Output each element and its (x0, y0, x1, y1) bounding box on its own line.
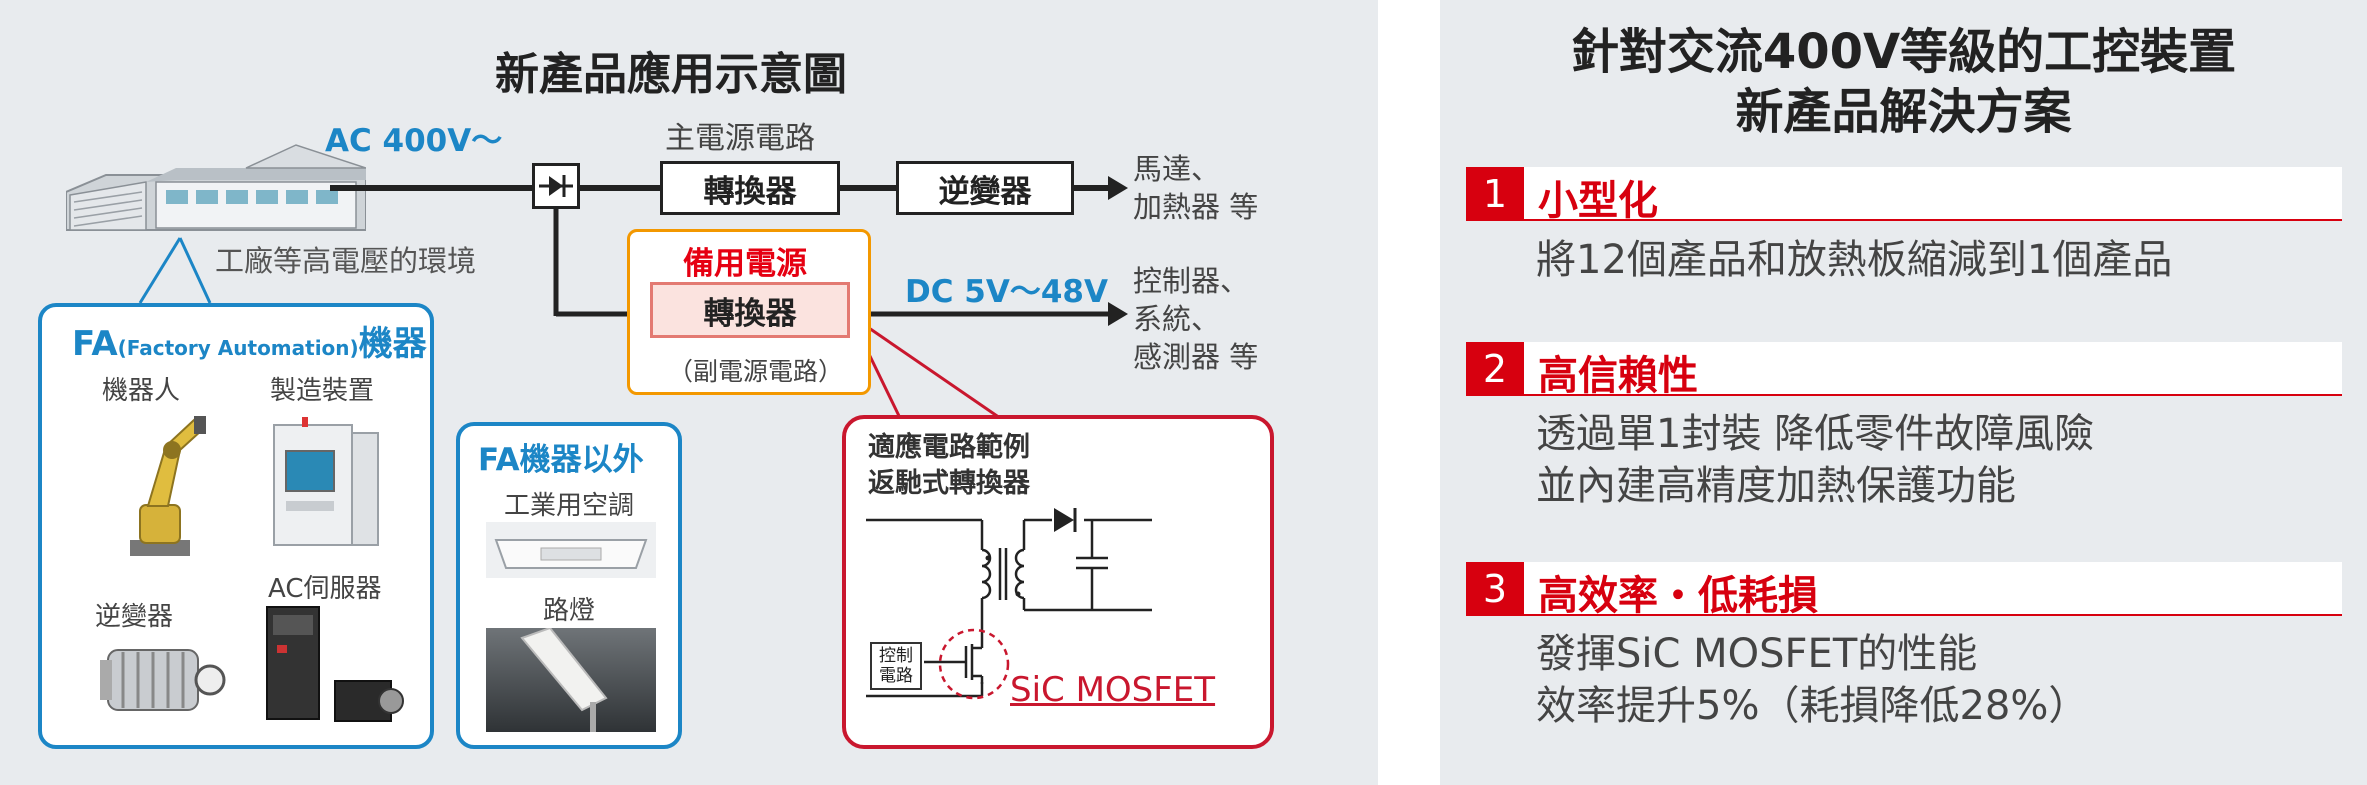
solution-item-1-desc: 將12個產品和放熱板縮減到1個產品 (1536, 234, 2172, 286)
diagram-title: 新產品應用示意圖 (495, 49, 847, 100)
control-circuit-line2: 電路 (879, 666, 913, 686)
backup-converter-box: 轉換器 (650, 282, 850, 338)
solution-item-3-desc: 發揮SiC MOSFET的性能 效率提升5%（耗損降低28%） (1536, 628, 2088, 732)
non-fa-box-title: FA機器以外 (478, 442, 644, 478)
ac-voltage-label: AC 400V〜 (325, 123, 503, 159)
fa-item-robot: 機器人 (102, 376, 181, 406)
non-fa-item-street-light: 路燈 (543, 596, 596, 626)
backup-power-title: 備用電源 (683, 246, 807, 282)
flyback-circuit-box (842, 415, 1274, 749)
fa-item-inverter: 逆變器 (95, 602, 174, 632)
street-light-icon (486, 628, 656, 732)
solution-item-2-desc: 透過單1封裝 降低零件故障風險 並內建高精度加熱保護功能 (1536, 408, 2094, 512)
air-conditioner-icon (486, 522, 656, 578)
non-fa-item-air-conditioner: 工業用空調 (504, 491, 635, 521)
fa-item-manufacturing: 製造裝置 (270, 376, 375, 406)
solution-item-2-header: 2 高信賴性 (1466, 342, 2342, 399)
robot-icon (130, 416, 206, 556)
solution-item-1-line1: 將12個產品和放熱板縮減到1個產品 (1536, 237, 2173, 283)
manufacturing-equipment-icon (273, 417, 379, 546)
solution-item-3-header: 3 高效率・低耗損 (1466, 562, 2342, 619)
rectifier-box (532, 163, 580, 209)
sub-circuit-label: （副電源電路） (668, 357, 844, 386)
output-heater: 加熱器 等 (1133, 190, 1259, 224)
control-circuit-line1: 控制 (879, 646, 913, 666)
fa-item-ac-servo: AC伺服器 (268, 574, 382, 604)
backup-output-labels: 控制器、 系統、 感測器 等 (1133, 262, 1258, 376)
inverter-box: 逆變器 (896, 161, 1074, 215)
fa-title-paren: (Factory Automation) (117, 336, 359, 360)
control-circuit-box: 控制 電路 (870, 642, 922, 690)
solution-item-2-number: 2 (1466, 342, 1524, 396)
sic-mosfet-label: SiC MOSFET (1010, 670, 1216, 710)
solution-item-3-line2: 效率提升5%（耗損降低28%） (1536, 683, 2089, 729)
output-motor: 馬達、 (1133, 152, 1221, 186)
fa-title-tail: 機器 (358, 324, 427, 364)
solution-item-2-heading: 高信賴性 (1538, 353, 1698, 399)
solution-title-line2: 新產品解決方案 (1735, 84, 2072, 140)
output-system: 系統、 (1133, 302, 1221, 336)
circuit-title: 適應電路範例 返馳式轉換器 (868, 430, 1030, 502)
power-lines (138, 176, 1128, 420)
output-sensor: 感測器 等 (1133, 340, 1259, 374)
solution-item-1-heading: 小型化 (1538, 178, 1658, 224)
fa-box-title: FA(Factory Automation)機器 (72, 316, 427, 365)
solution-item-2-line1: 透過單1封裝 降低零件故障風險 (1536, 411, 2095, 457)
main-converter-box: 轉換器 (660, 161, 840, 215)
factory-environment-label: 工廠等高電壓的環境 (215, 244, 477, 278)
dc-voltage-label: DC 5V〜48V (905, 274, 1108, 310)
fa-title-main: FA (72, 324, 118, 364)
ac-servo-icon (266, 606, 404, 722)
circuit-title-line1: 適應電路範例 (868, 432, 1030, 463)
main-circuit-label: 主電源電路 (665, 121, 815, 156)
output-controller: 控制器、 (1133, 264, 1250, 298)
solution-item-1-header: 1 小型化 (1466, 167, 2342, 224)
flyback-schematic (866, 508, 1152, 700)
solution-item-2-line2: 並內建高精度加熱保護功能 (1536, 463, 2016, 509)
solution-item-3-number: 3 (1466, 562, 1524, 616)
inverter-device-icon (100, 649, 226, 711)
solution-item-3-line1: 發揮SiC MOSFET的性能 (1536, 631, 1978, 677)
factory-illustration (66, 144, 366, 231)
circuit-title-line2: 返馳式轉換器 (868, 468, 1030, 499)
main-output-labels: 馬達、 加熱器 等 (1133, 150, 1258, 226)
solution-title-line1: 針對交流400V等級的工控裝置 (1570, 24, 2237, 80)
solution-title: 針對交流400V等級的工控裝置 新產品解決方案 (1440, 22, 2367, 142)
diode-icon (539, 175, 573, 197)
solution-item-1-number: 1 (1466, 167, 1524, 221)
solution-item-3-heading: 高效率・低耗損 (1538, 573, 1818, 619)
